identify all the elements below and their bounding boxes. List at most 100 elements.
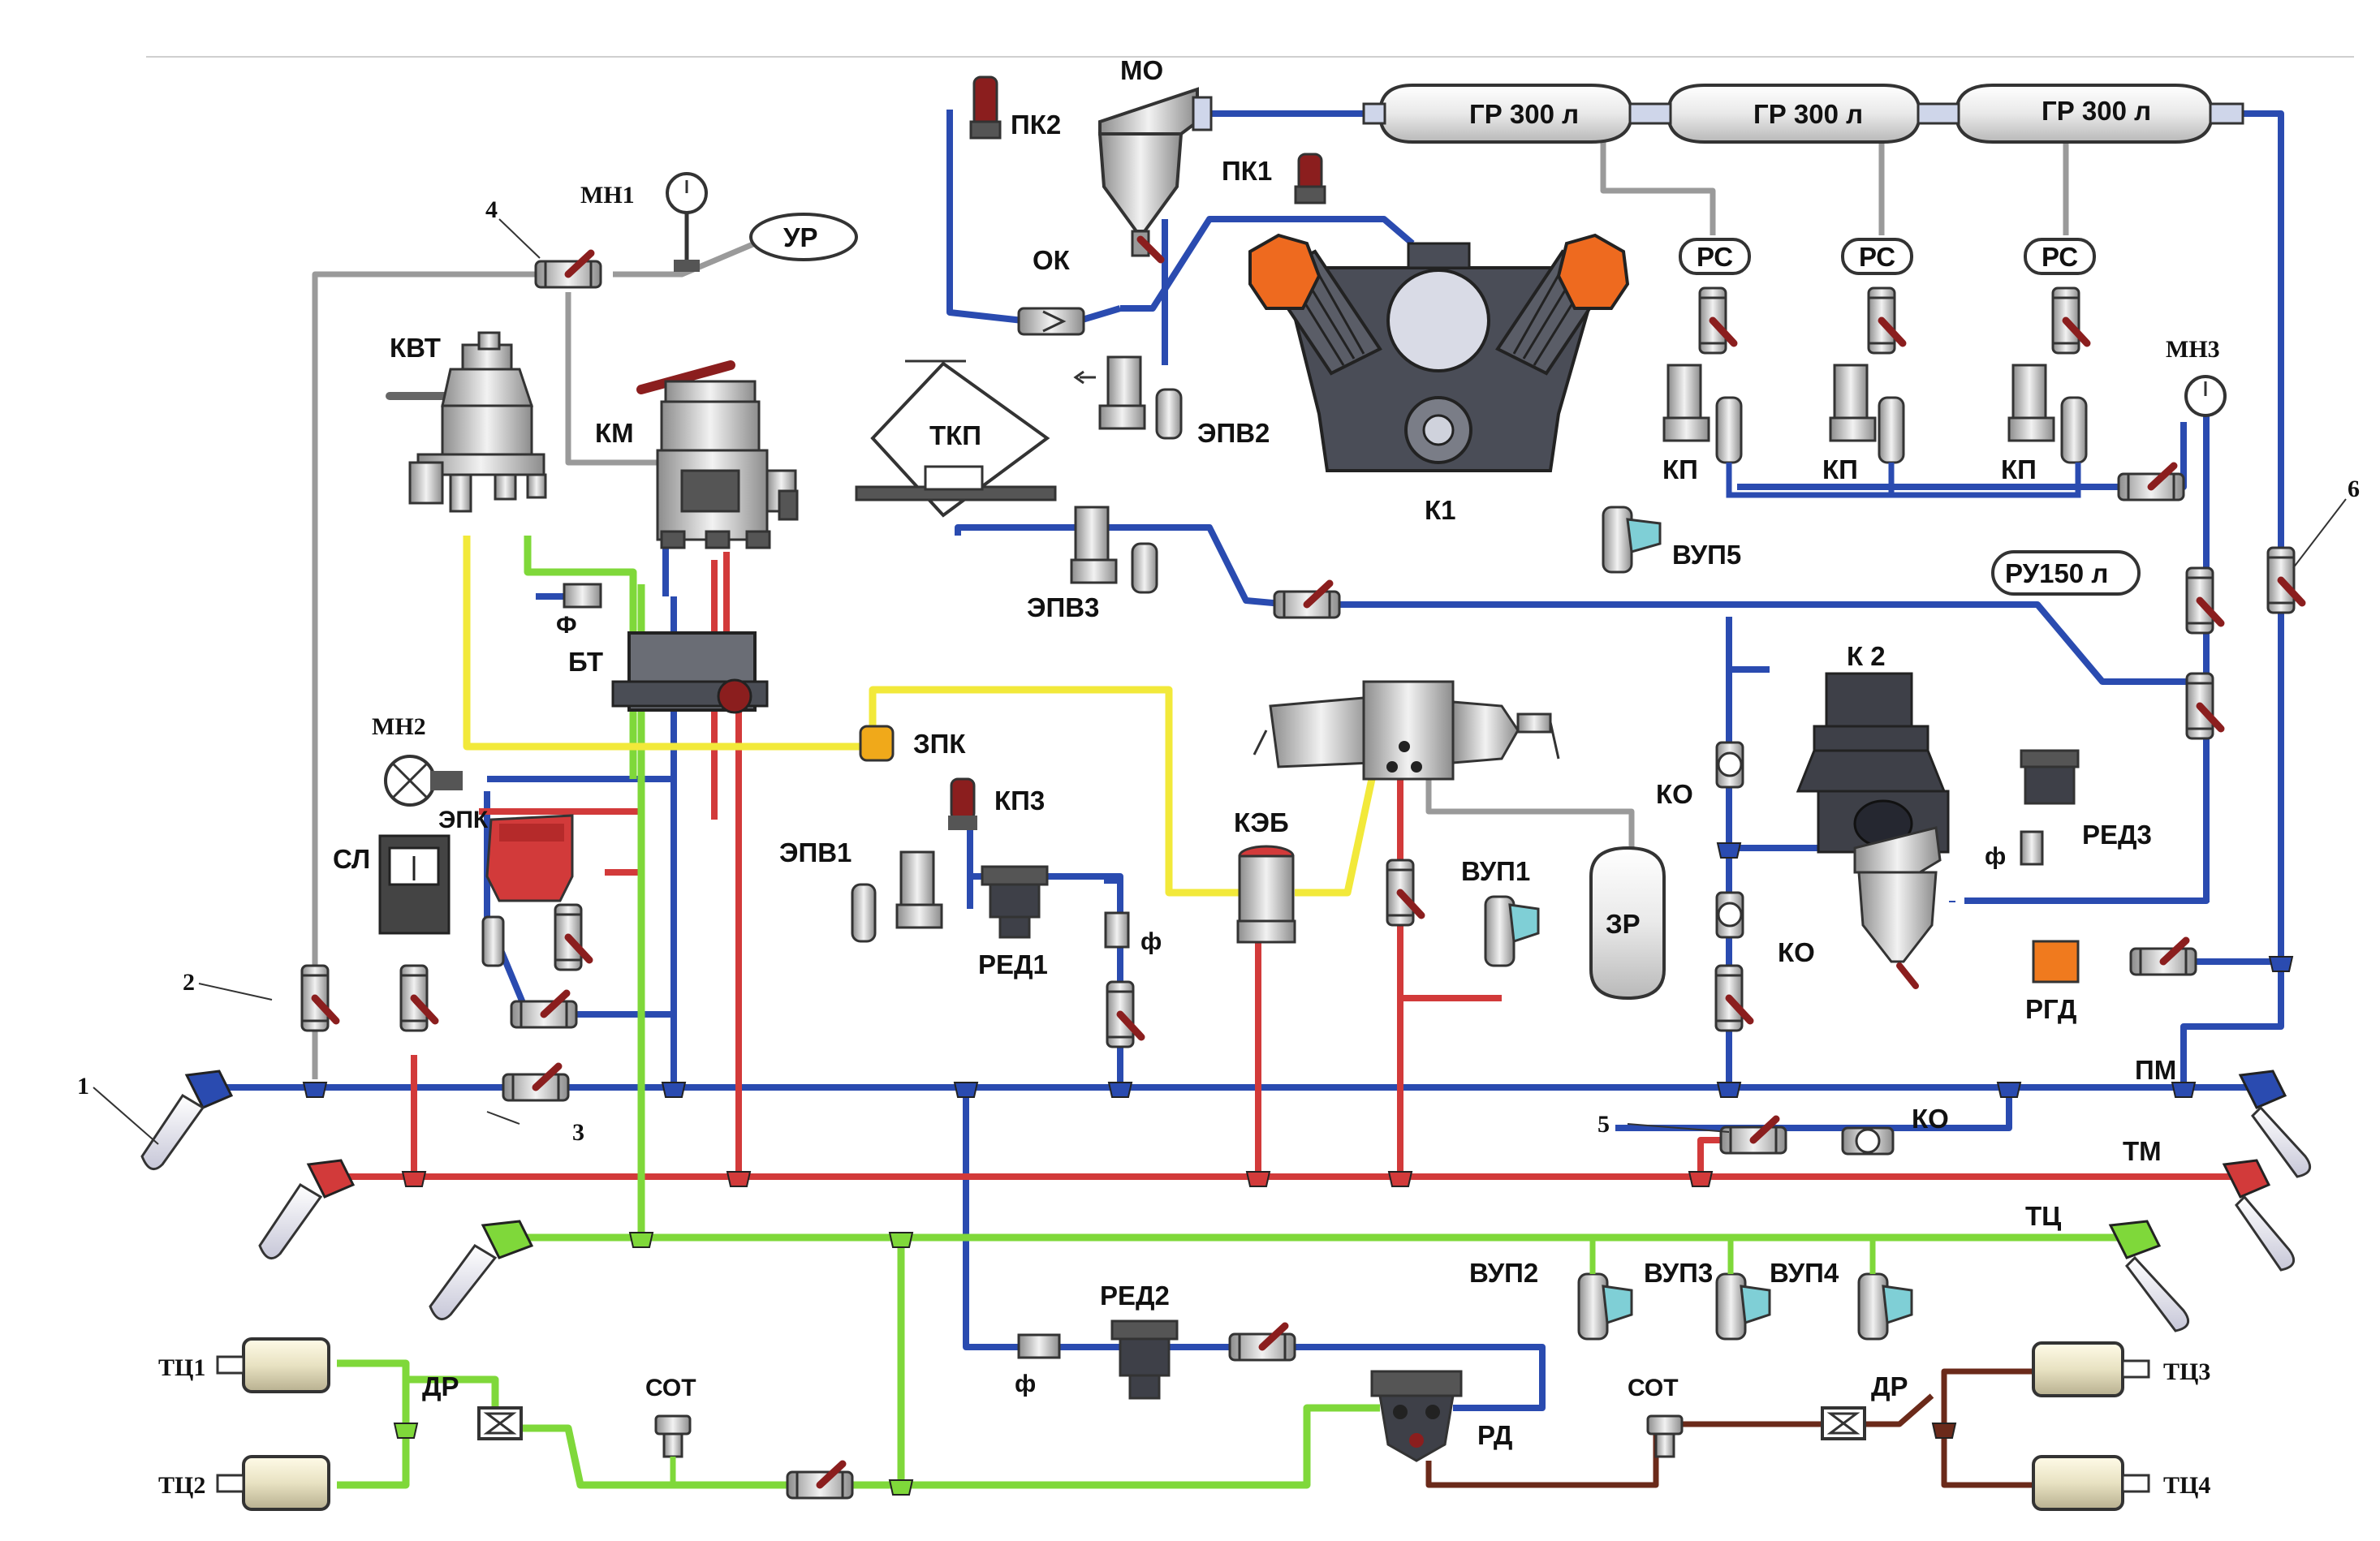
- pipe-junction: [1716, 1082, 1742, 1098]
- main-reservoir-2-label: ГР 300 л: [1753, 99, 1863, 129]
- ru150-label: РУ150 л: [2005, 558, 2108, 588]
- main-reservoir-3: ГР 300 л: [1954, 84, 2214, 144]
- filter-f1: Ф: [556, 583, 602, 639]
- cut-off-cock[interactable]: [1714, 964, 1754, 1032]
- brake-cylinder-tc1: ТЦ1: [158, 1337, 330, 1393]
- auxiliary-brake-valve-kvt: КВТ: [386, 331, 547, 513]
- moisture-separator-mo: МО: [1097, 55, 1213, 264]
- blowoff-valve-kp-1: КП: [1662, 364, 1743, 484]
- ur-label: УР: [783, 222, 818, 252]
- moisture-separator-2: [1853, 826, 1942, 989]
- moisture-separator-label: МО: [1120, 55, 1163, 85]
- kvt-label: КВТ: [390, 333, 441, 363]
- vup1-label: ВУП1: [1461, 856, 1530, 886]
- dr1-label: ДР: [422, 1371, 459, 1401]
- main-reservoir-1-label: ГР 300 л: [1469, 99, 1579, 129]
- pipe-junction: [661, 1082, 687, 1098]
- cut-off-cock[interactable]: [2185, 672, 2225, 740]
- brake-line-label: ТМ: [2123, 1136, 2162, 1166]
- pressure-switch-rs-2: РС: [1841, 238, 1913, 275]
- cut-off-cock[interactable]: [534, 249, 602, 289]
- cut-off-cock[interactable]: [1228, 1322, 1296, 1362]
- feed-line-label: ПМ: [2135, 1055, 2176, 1085]
- speed-recorder-sl: СЛ: [333, 834, 451, 935]
- main-reservoir-1: ГР 300 л: [1378, 84, 1634, 144]
- zpk-valve: ЗПК: [859, 725, 966, 762]
- pipe-junction: [2268, 956, 2294, 972]
- cut-off-cock[interactable]: [2129, 936, 2197, 976]
- vup-feed-lines: [1589, 1238, 1876, 1274]
- pressure-reducer-red2: РЕД2: [1100, 1281, 1179, 1400]
- cut-off-cock[interactable]: [1386, 859, 1425, 927]
- vup3-label: ВУП3: [1644, 1258, 1713, 1288]
- rs2-label: РС: [1859, 242, 1895, 272]
- pipe-junction: [2171, 1082, 2197, 1098]
- ko2-label: КО: [1778, 937, 1815, 967]
- pressure-reducer-red1: РЕД1: [978, 865, 1049, 979]
- pipe-junction: [628, 1232, 654, 1248]
- cut-off-cock[interactable]: [2266, 546, 2306, 614]
- pneumatic-switch-vup1: ВУП1: [1461, 856, 1540, 967]
- safety-valve-pk1: ПК1: [1222, 153, 1326, 204]
- main-reservoir-2: ГР 300 л: [1666, 84, 1922, 144]
- cut-off-cock[interactable]: [554, 903, 593, 971]
- filter-f2: ф: [1104, 911, 1162, 955]
- pipe-junction: [888, 1479, 914, 1496]
- cut-off-cock[interactable]: [1719, 1115, 1787, 1155]
- mn2-label: МН2: [372, 713, 426, 740]
- pipe-junction: [1107, 1082, 1133, 1098]
- throttle-dr-1: ДР: [422, 1371, 523, 1440]
- spare-reservoir-zr: ЗР: [1589, 846, 1666, 1001]
- sot2-label: СОТ: [1628, 1375, 1679, 1401]
- filter-f2-label: ф: [1140, 928, 1162, 955]
- check-valve-ko-3: КО: [1841, 1104, 1949, 1156]
- safety-valve-kp3: КП3: [948, 777, 1045, 830]
- check-valve-label: ОК: [1033, 245, 1071, 275]
- cut-off-cocks: [300, 249, 2306, 1500]
- kp3-blowoff-label: КП: [2001, 454, 2037, 484]
- cut-off-cock[interactable]: [786, 1460, 854, 1500]
- red2-label: РЕД2: [1100, 1281, 1170, 1311]
- blowoff-valve-kp-2: КП: [1822, 364, 1905, 484]
- check-valve-ok: ОК: [1017, 245, 1085, 336]
- cut-off-cock[interactable]: [2051, 286, 2091, 355]
- pipe-junction: [1387, 1171, 1413, 1187]
- cut-off-cock[interactable]: [1867, 286, 1907, 355]
- filter-f3-label: ф: [1985, 843, 2006, 870]
- cut-off-cock[interactable]: [2185, 566, 2225, 635]
- filter-f1-label: Ф: [556, 612, 577, 639]
- pipe-junction: [302, 1082, 328, 1098]
- cut-off-cock[interactable]: [2117, 462, 2185, 501]
- cut-off-cock[interactable]: [502, 1062, 570, 1102]
- pressure-reducer-red3: РЕД3 ф: [1985, 749, 2152, 870]
- pressure-switch-rs-3: РС: [2024, 238, 2096, 275]
- cut-off-cock[interactable]: [510, 989, 578, 1029]
- rd-label: РД: [1477, 1420, 1512, 1450]
- electro-pneumatic-valve-epv3: ЭПВ3: [1027, 506, 1158, 622]
- epk-valve: ЭПК: [438, 807, 574, 967]
- pipe-junction: [953, 1082, 979, 1098]
- kp2-label: КП: [1822, 454, 1858, 484]
- zpk-label: ЗПК: [913, 729, 966, 759]
- cut-off-cock[interactable]: [300, 964, 340, 1032]
- pipe-junction: [1931, 1423, 1957, 1439]
- pipe-junction: [393, 1423, 419, 1439]
- electro-pneumatic-valve-epv2: ЭПВ2: [1073, 355, 1270, 448]
- vup5-label: ВУП5: [1672, 540, 1741, 570]
- main-reservoir-3-label: ГР 300 л: [2042, 96, 2151, 126]
- cut-off-cock[interactable]: [1106, 980, 1145, 1048]
- pipe-junction: [401, 1171, 427, 1187]
- pipe-junction: [888, 1232, 914, 1248]
- cut-off-cock[interactable]: [399, 964, 439, 1032]
- pipe-junction: [726, 1171, 752, 1187]
- blowoff-valve-kp-3: КП: [2001, 364, 2088, 484]
- cut-off-cock[interactable]: [1698, 286, 1738, 355]
- callouts: [93, 218, 2347, 1145]
- pipe-junction: [1996, 1082, 2022, 1098]
- cut-off-cock[interactable]: [1273, 579, 1341, 619]
- tkp-label: ТКП: [929, 420, 981, 450]
- ko3-label: КО: [1912, 1104, 1949, 1134]
- main-reservoirs: ГР 300 л ГР 300 л ГР 300 л: [1362, 84, 2244, 144]
- sl-label: СЛ: [333, 844, 370, 874]
- epv1-label: ЭПВ1: [779, 837, 852, 867]
